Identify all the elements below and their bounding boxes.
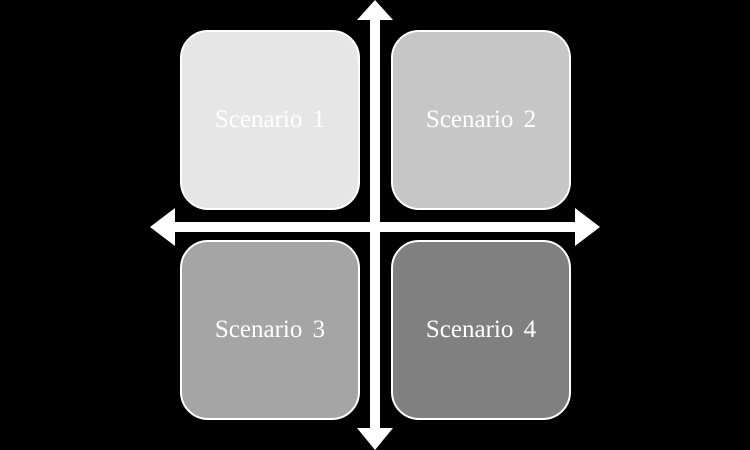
quadrant-label-1: Scenario 1 [214,106,326,133]
quadrant-scenario-2: Scenario 2 [391,30,571,210]
quadrant-scenario-1: Scenario 1 [180,30,360,210]
quadrant-label-4: Scenario 4 [425,316,537,343]
quadrant-label-2: Scenario 2 [425,106,537,133]
quadrant-scenario-3: Scenario 3 [180,240,360,420]
quadrant-label-3: Scenario 3 [214,316,326,343]
horizontal-axis-arrow [150,208,600,246]
quadrant-scenario-4: Scenario 4 [391,240,571,420]
